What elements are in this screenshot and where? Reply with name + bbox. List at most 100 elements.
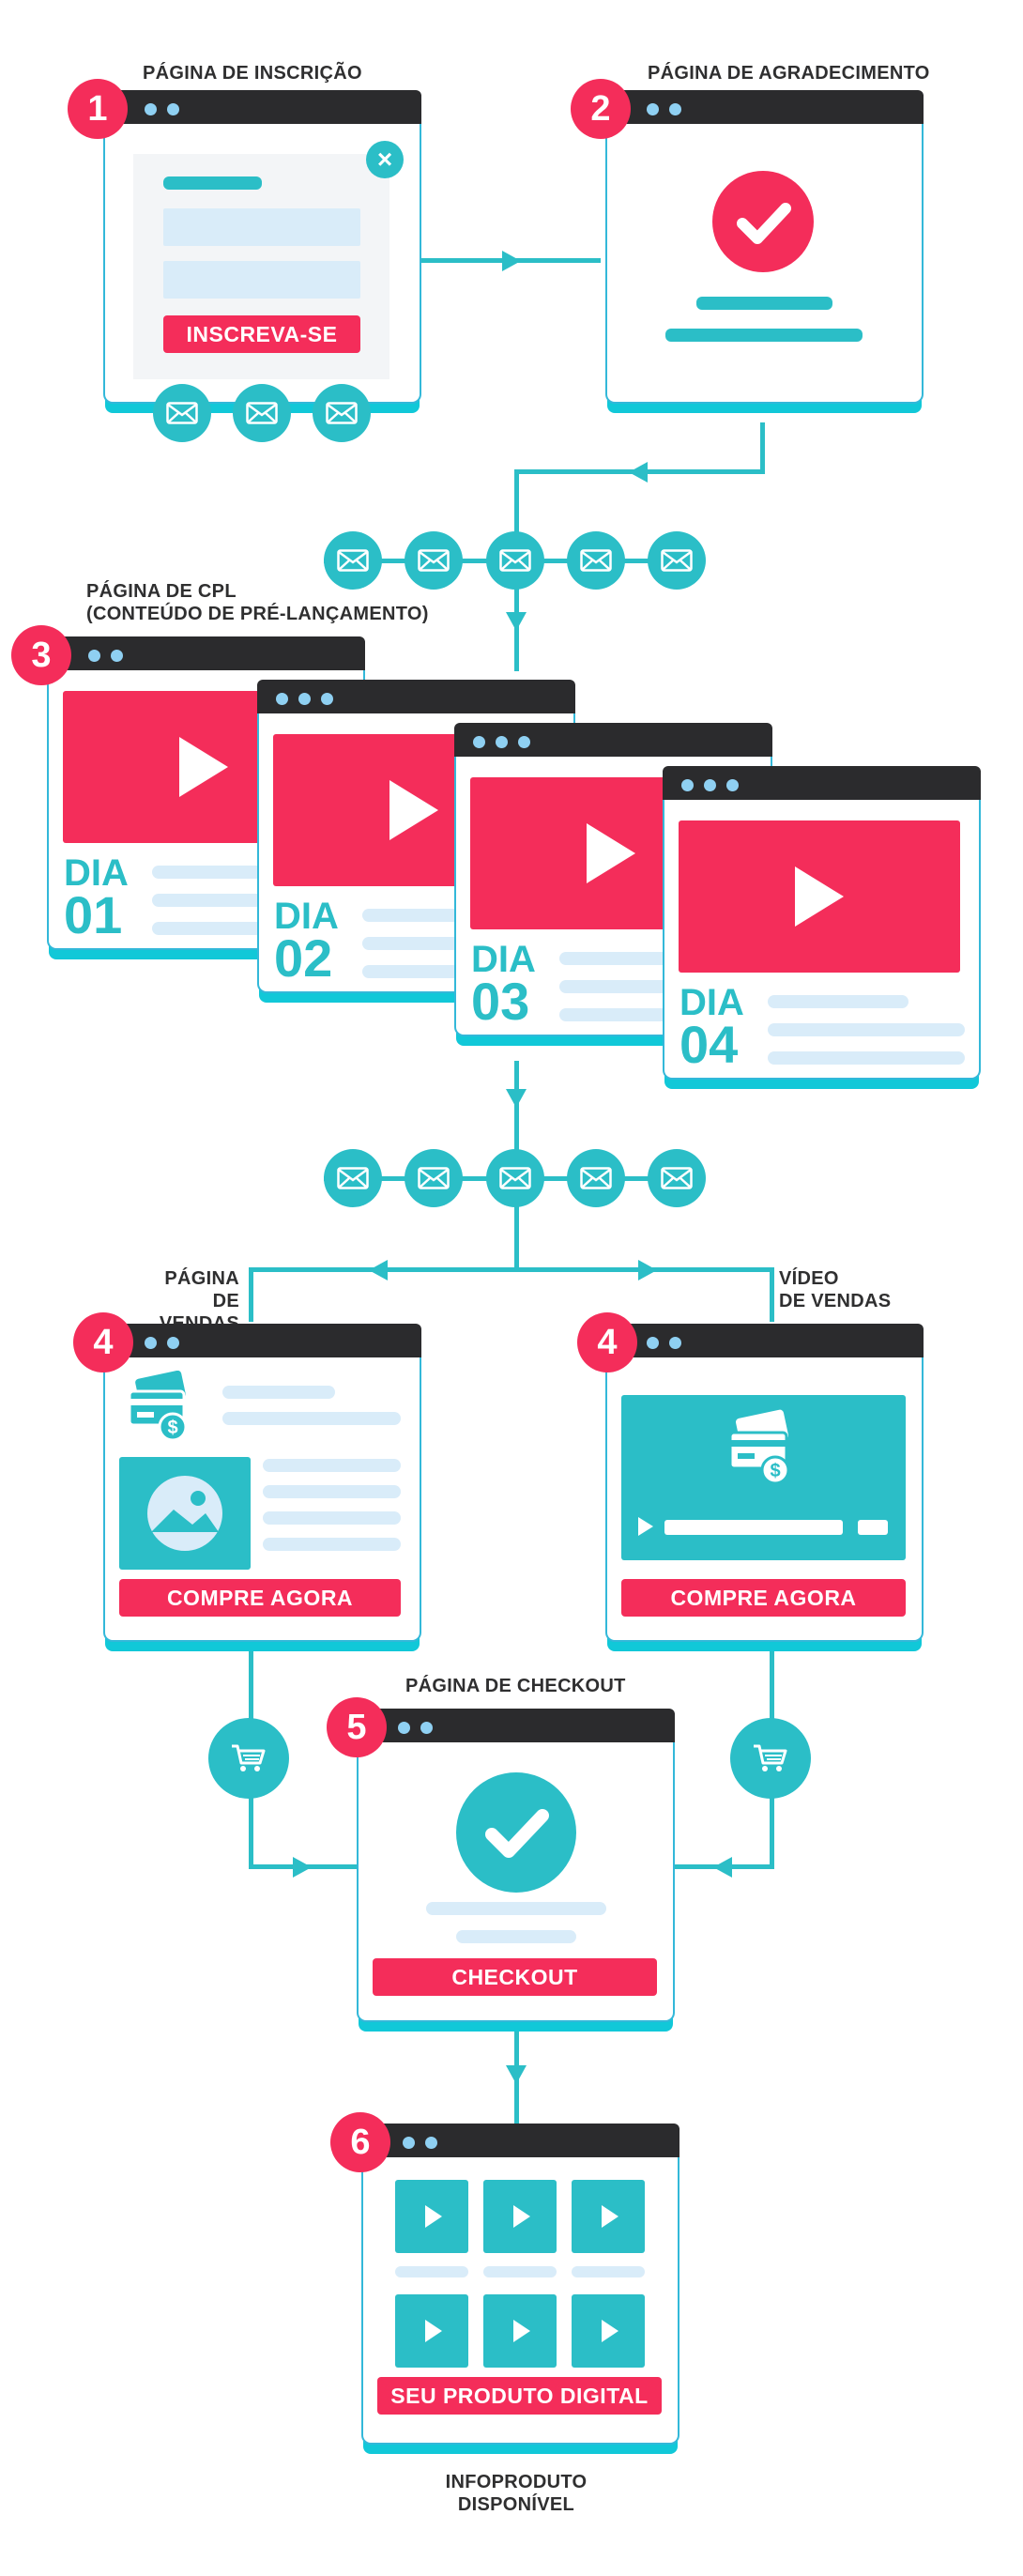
window-dot: [145, 1337, 157, 1349]
window-dot: [276, 693, 288, 705]
step-2-label: PÁGINA DE AGRADECIMENTO: [648, 63, 930, 84]
text-line: [395, 2266, 468, 2277]
video-lesson-tile[interactable]: [483, 2294, 557, 2368]
text-line: [263, 1511, 401, 1525]
play-icon[interactable]: [638, 1517, 653, 1536]
connector-2-down: [760, 422, 765, 474]
window-dot: [145, 103, 157, 115]
envelope-icon: [648, 531, 706, 590]
play-icon: [513, 2320, 530, 2342]
play-icon: [425, 2320, 442, 2342]
step-6-label: INFOPRODUTO DISPONÍVEL: [375, 2471, 657, 2516]
buy-now-button[interactable]: COMPRE AGORA: [621, 1579, 906, 1617]
text-line: [768, 1023, 965, 1036]
step-3-label-line1: PÁGINA DE CPL: [86, 581, 237, 602]
arrow-to-sales-page: [369, 1260, 388, 1280]
text-line: [263, 1538, 401, 1551]
video-player[interactable]: [679, 820, 960, 973]
day-word: DIA: [274, 896, 339, 937]
play-icon: [179, 737, 228, 797]
video-lesson-tile[interactable]: [572, 2180, 645, 2253]
window-dot: [298, 693, 311, 705]
shopping-cart-icon: [208, 1718, 289, 1799]
step-5-label: PÁGINA DE CHECKOUT: [405, 1676, 626, 1696]
window-dot: [704, 779, 716, 791]
shopping-cart-icon: [730, 1718, 811, 1799]
day-number: 02: [274, 928, 333, 988]
arrow-to-checkout-right: [713, 1857, 732, 1878]
envelope-icon: [405, 531, 463, 590]
window-dot: [669, 103, 681, 115]
arrow-to-checkout-left: [293, 1857, 312, 1878]
window-dot: [647, 1337, 659, 1349]
text-line: [768, 1051, 965, 1065]
video-lesson-tile[interactable]: [395, 2294, 468, 2368]
email-field[interactable]: [163, 261, 360, 299]
connector-split: [249, 1267, 774, 1272]
day-word: DIA: [679, 982, 744, 1023]
text-line: [572, 2266, 645, 2277]
digital-product-window: SEU PRODUTO DIGITAL: [361, 2124, 679, 2445]
video-lesson-tile[interactable]: [483, 2180, 557, 2253]
subscribe-button[interactable]: INSCREVA-SE: [163, 315, 360, 353]
video-lesson-tile[interactable]: [572, 2294, 645, 2368]
sales-video-label: VÍDEO DE VENDAS: [779, 1267, 891, 1312]
video-progress-bar[interactable]: [664, 1520, 843, 1535]
connector-to-sales-page: [249, 1267, 253, 1322]
arrow-to-step-6: [506, 2065, 527, 2084]
envelope-icon: [405, 1149, 463, 1207]
window-dot: [403, 2137, 415, 2149]
play-icon: [587, 823, 635, 883]
envelope-icon: [486, 531, 544, 590]
checkout-button[interactable]: CHECKOUT: [373, 1958, 657, 1996]
text-line: [483, 2266, 557, 2277]
volume-control[interactable]: [858, 1520, 888, 1535]
step-3-label: PÁGINA DE CPL (CONTEÚDO DE PRÉ-LANÇAMENT…: [86, 580, 429, 625]
sales-page-window: $ COMPRE AGORA: [103, 1324, 421, 1642]
digital-product-button[interactable]: SEU PRODUTO DIGITAL: [377, 2377, 662, 2415]
text-line: [222, 1386, 335, 1399]
checkmark-icon: [712, 171, 814, 272]
arrow-down-after-step-3: [506, 1089, 527, 1108]
window-dot: [647, 103, 659, 115]
name-field[interactable]: [163, 208, 360, 246]
step-6-badge: 6: [330, 2112, 390, 2172]
step-6-label-line2: DISPONÍVEL: [457, 2494, 575, 2515]
connector-to-sales-video: [770, 1267, 774, 1322]
window-dot: [398, 1722, 410, 1734]
form-title-line: [163, 176, 262, 190]
window-dot: [425, 2137, 437, 2149]
window-dot: [321, 693, 333, 705]
close-icon[interactable]: ×: [366, 141, 404, 178]
envelope-icon: [324, 531, 382, 590]
buy-now-button[interactable]: COMPRE AGORA: [119, 1579, 401, 1617]
thank-you-page-window: [605, 90, 924, 404]
text-line: [426, 1902, 606, 1915]
step-6-label-line1: INFOPRODUTO: [445, 2472, 588, 2492]
day-number: 01: [64, 884, 123, 944]
step-2-badge: 2: [571, 79, 631, 139]
step-4-badge-sales-video: 4: [577, 1312, 637, 1372]
play-icon: [425, 2205, 442, 2228]
text-line: [456, 1930, 576, 1943]
video-player[interactable]: $: [621, 1395, 906, 1560]
envelope-icon: [648, 1149, 706, 1207]
step-4-badge-sales-page: 4: [73, 1312, 133, 1372]
video-lesson-tile[interactable]: [395, 2180, 468, 2253]
text-line: [768, 995, 908, 1008]
window-dot: [420, 1722, 433, 1734]
play-icon: [513, 2205, 530, 2228]
window-dot: [473, 736, 485, 748]
step-1-label: PÁGINA DE INSCRIÇÃO: [143, 63, 362, 84]
step-3-badge: 3: [11, 625, 71, 685]
envelope-icon: [233, 384, 291, 442]
play-icon: [602, 2320, 618, 2342]
step-5-badge: 5: [327, 1697, 387, 1757]
envelope-icon: [153, 384, 211, 442]
image-placeholder-icon: [119, 1457, 251, 1570]
credit-card-dollar-icon: $: [721, 1408, 805, 1493]
day-word: DIA: [64, 852, 129, 894]
arrow-to-sales-video: [638, 1260, 657, 1280]
